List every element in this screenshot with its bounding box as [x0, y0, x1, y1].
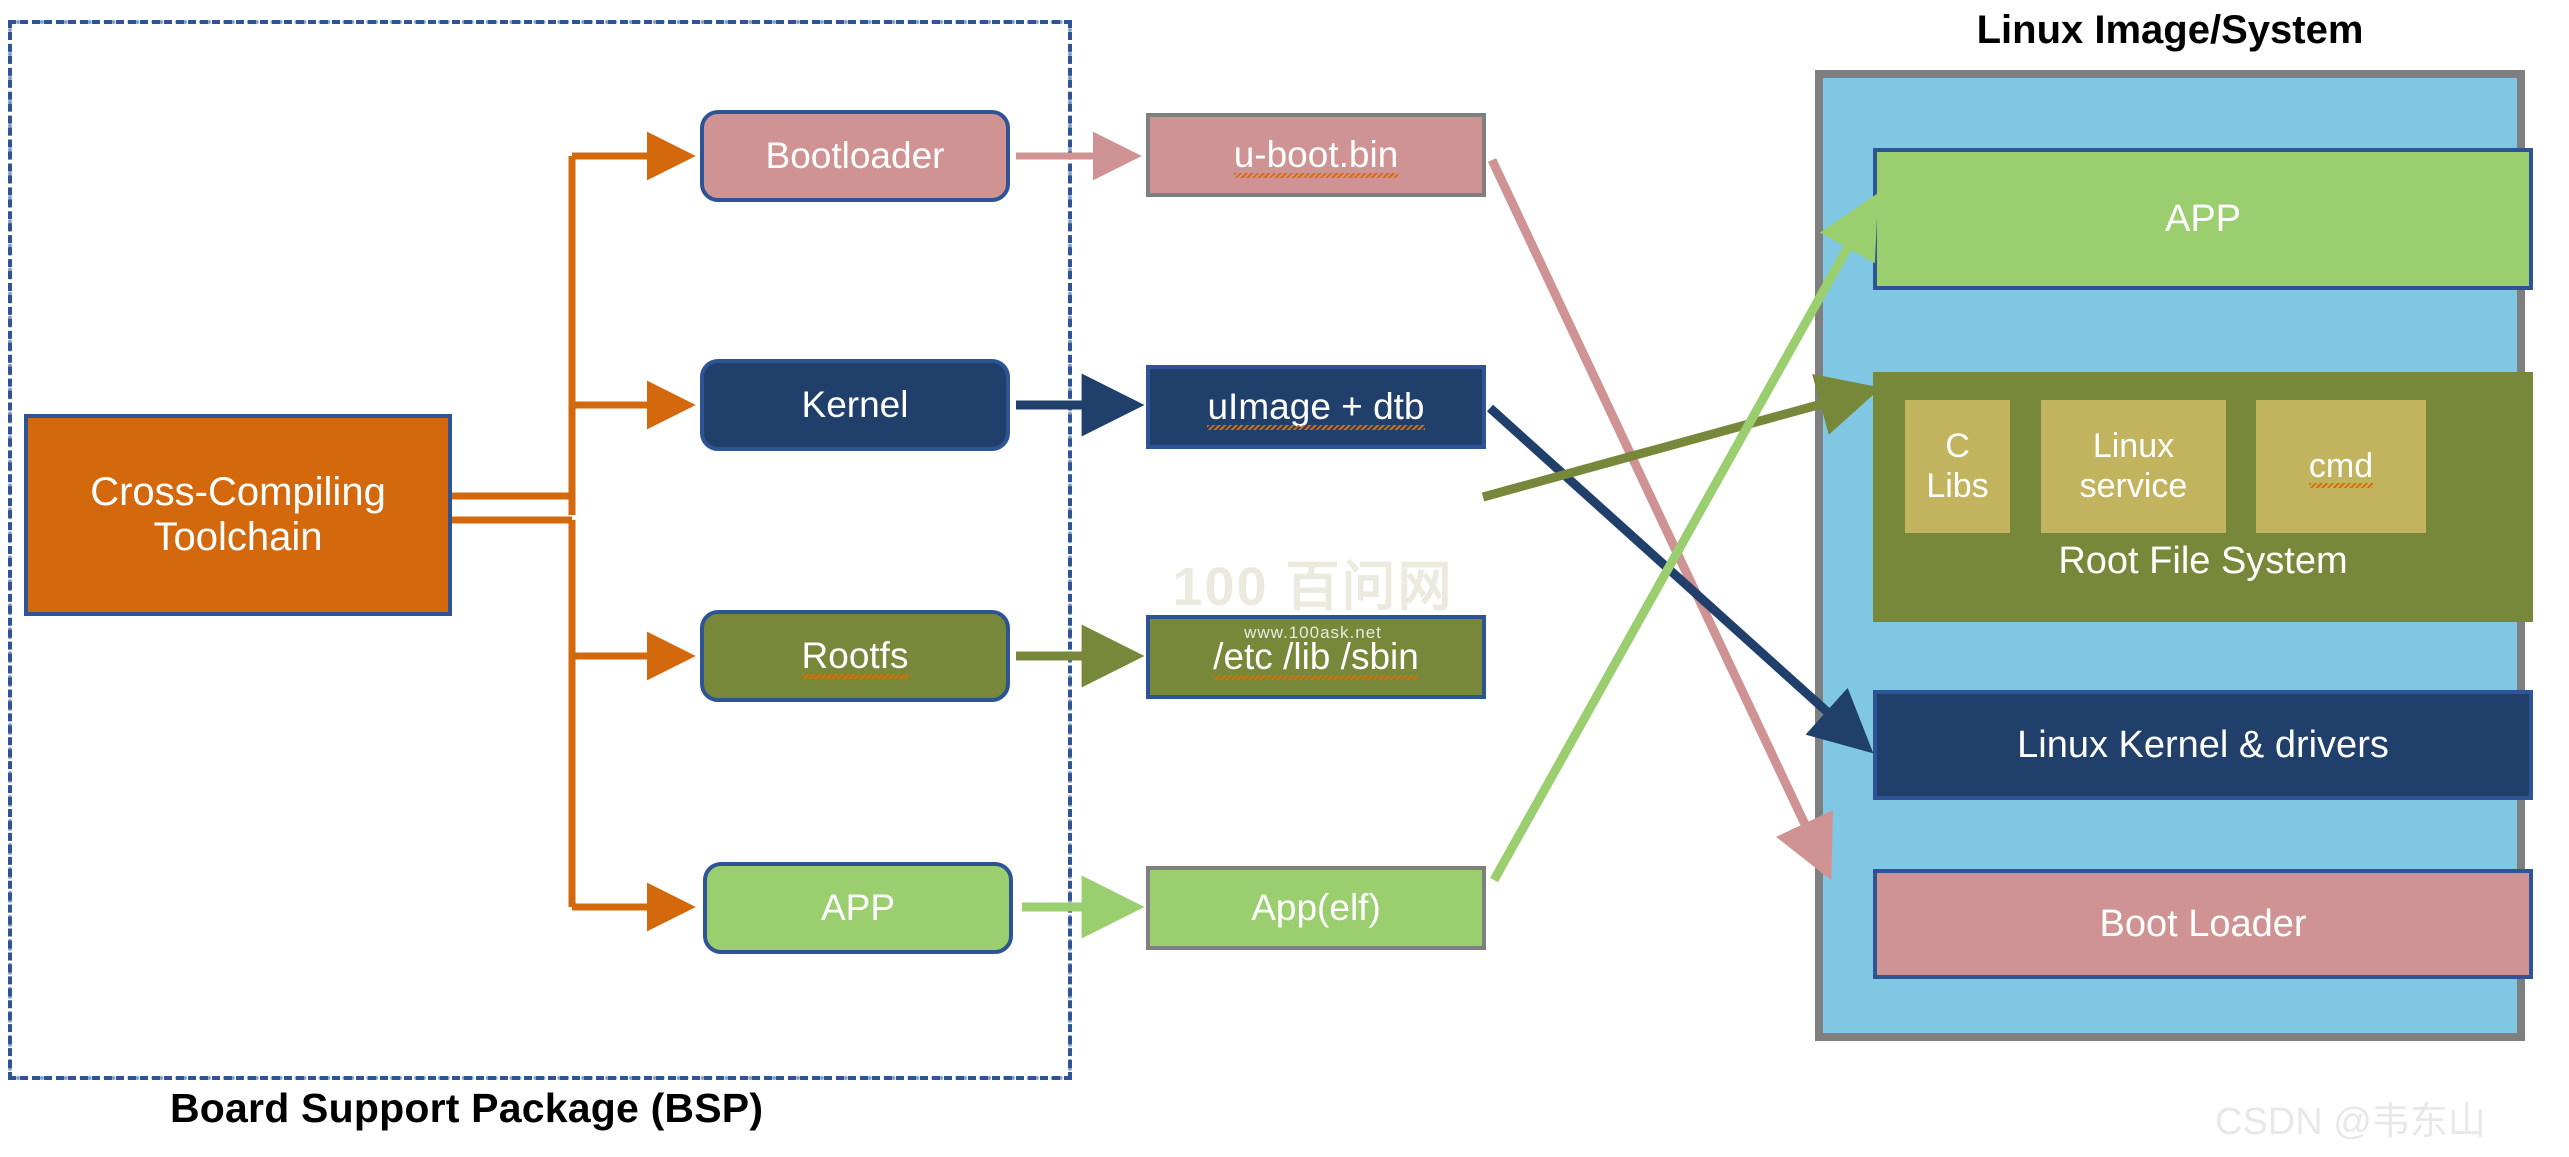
cmd-box[interactable]: cmd [2256, 400, 2426, 533]
bootloader-box[interactable]: Bootloader [700, 110, 1010, 202]
rootfs-label: Rootfs [801, 635, 909, 680]
etc-lib-sbin-label: /etc /lib /sbin [1213, 636, 1419, 681]
kernel-label: Kernel [801, 384, 909, 426]
system-boot-loader-label: Boot Loader [2099, 902, 2307, 945]
root-file-system-label: Root File System [2058, 540, 2348, 582]
app-label: APP [820, 887, 896, 929]
app-elf-label: App(elf) [1251, 887, 1381, 929]
linux-kernel-drivers-box[interactable]: Linux Kernel & drivers [1873, 690, 2533, 800]
linux-image-system-title: Linux Image/System [1976, 8, 2364, 52]
bootloader-label: Bootloader [765, 135, 945, 177]
watermark-100ask-main: 100 百问网 [1172, 557, 1454, 617]
uimage-dtb-box[interactable]: uImage + dtb [1146, 365, 1486, 449]
system-app-box[interactable]: APP [1873, 148, 2533, 290]
linux-kernel-drivers-label: Linux Kernel & drivers [2017, 723, 2389, 766]
etc-lib-sbin-box[interactable]: /etc /lib /sbin [1146, 615, 1486, 699]
kernel-box[interactable]: Kernel [700, 359, 1010, 451]
rootfs-box[interactable]: Rootfs [700, 610, 1010, 702]
system-boot-loader-box[interactable]: Boot Loader [1873, 869, 2533, 979]
cmd-label: cmd [2308, 446, 2374, 489]
system-app-label: APP [2164, 197, 2242, 240]
u-boot-bin-box[interactable]: u-boot.bin [1146, 113, 1486, 197]
watermark-100ask: 100 百问网 www.100ask.net [1148, 542, 1478, 643]
watermark-100ask-url: www.100ask.net [1244, 623, 1382, 642]
bsp-label: Board Support Package (BSP) [170, 1085, 764, 1131]
u-boot-bin-label: u-boot.bin [1233, 134, 1399, 179]
cross-compiling-toolchain-box[interactable]: Cross-Compiling Toolchain [24, 414, 452, 616]
app-elf-box[interactable]: App(elf) [1146, 866, 1486, 950]
uimage-dtb-label: uImage + dtb [1207, 386, 1425, 431]
toolchain-label: Cross-Compiling Toolchain [90, 470, 386, 559]
bsp-boundary [8, 20, 1072, 1080]
app-box[interactable]: APP [703, 862, 1013, 954]
watermark-csdn: CSDN @韦东山 [2215, 1101, 2486, 1143]
